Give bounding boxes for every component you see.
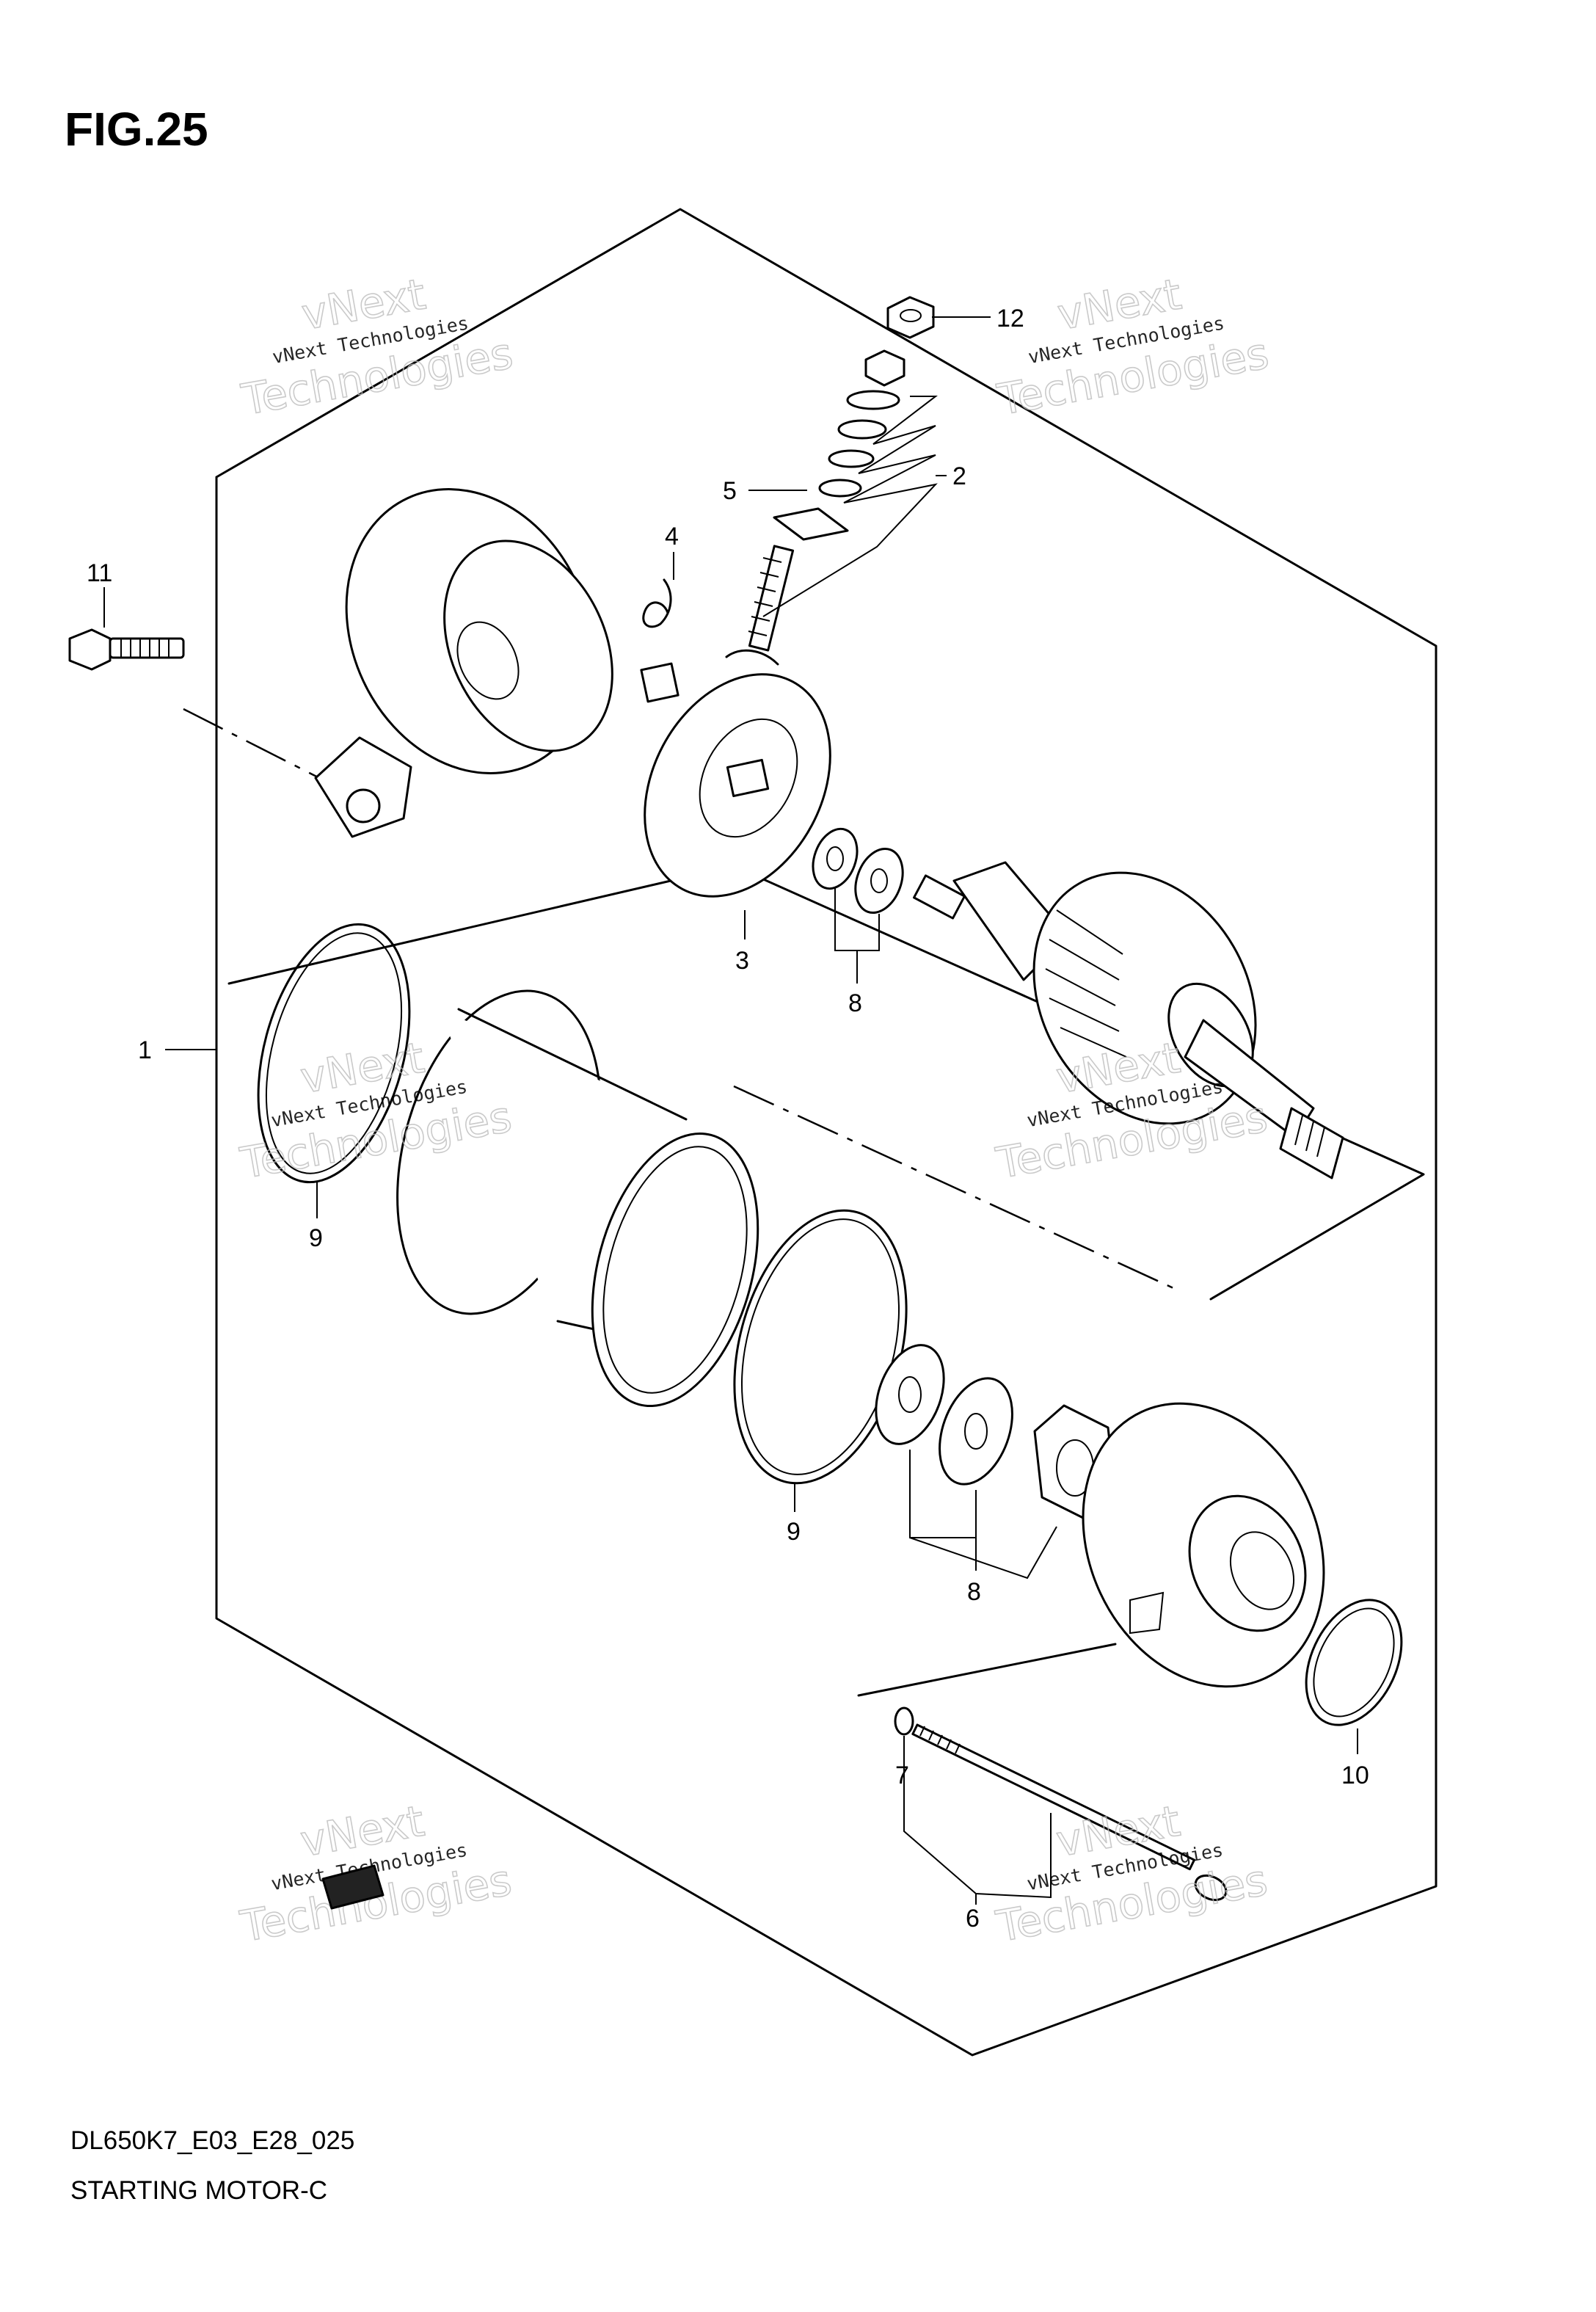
brush-holder-plate-part-3 <box>644 673 831 898</box>
yoke-housing <box>396 989 759 1408</box>
callout-9-right: 9 <box>787 1518 801 1546</box>
callout-10: 10 <box>1341 1762 1369 1789</box>
figure-title: FIG.25 <box>65 103 208 156</box>
o-ring-part-10 <box>1305 1599 1403 1726</box>
front-bracket <box>1082 1402 1325 1688</box>
logo-mark <box>321 1864 385 1910</box>
through-bolt-guide <box>857 1643 1117 1697</box>
o-ring-part-7 <box>894 1706 914 1736</box>
armature <box>913 861 1344 1179</box>
callout-6: 6 <box>966 1905 980 1933</box>
callout-8-upper: 8 <box>848 989 862 1017</box>
callout-7: 7 <box>895 1762 909 1789</box>
nut-part-12 <box>886 296 935 339</box>
watermark-bottom-right: vNext vNext Technologies Technologies <box>992 1795 1272 1952</box>
callout-5: 5 <box>723 477 737 505</box>
axis-guide-line <box>733 1085 1182 1293</box>
brush-spring-part-4 <box>640 578 679 703</box>
bolt-guide-line <box>183 708 335 787</box>
watermark-top-left: vNext vNext Technologies Technologies <box>237 269 517 426</box>
callout-8-lower: 8 <box>967 1578 981 1606</box>
figure-name: STARTING MOTOR-C <box>70 2176 327 2205</box>
terminal-bolt-stack-part-2 <box>725 349 906 666</box>
washers-part-8-upper <box>812 827 904 915</box>
callout-1: 1 <box>138 1036 152 1064</box>
callout-3: 3 <box>735 947 749 975</box>
o-ring-part-9-left <box>257 923 411 1184</box>
rear-cover-part <box>314 488 613 838</box>
callout-11: 11 <box>87 559 112 587</box>
washers-part-8-lower <box>875 1344 1117 1521</box>
callout-4: 4 <box>665 523 679 550</box>
figure-code: DL650K7_E03_E28_025 <box>70 2126 354 2155</box>
leader-lines <box>103 316 1358 1905</box>
callout-2: 2 <box>952 462 966 490</box>
callout-12: 12 <box>996 305 1024 332</box>
bolt-part-11 <box>68 628 185 671</box>
callout-9-left: 9 <box>309 1224 323 1252</box>
watermark-top-right: vNext vNext Technologies Technologies <box>993 269 1272 426</box>
through-bolt-part-6 <box>911 1723 1228 1902</box>
assembly-frame <box>215 208 1438 2057</box>
callout-labels: 1 2 3 4 5 6 7 8 8 9 9 10 11 12 <box>87 305 1369 1933</box>
